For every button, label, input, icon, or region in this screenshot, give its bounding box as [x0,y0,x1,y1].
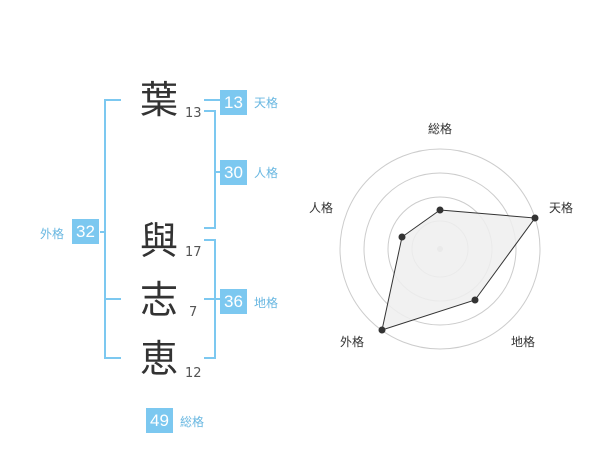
radar-chart [339,148,541,350]
tenkaku-label: 天格 [254,96,279,110]
radar-point-jinkaku [398,233,406,241]
gaikaku-bracket [104,99,121,359]
radar-label-soukaku: 総格 [428,122,453,136]
radar-point-tenkaku [531,214,539,222]
soukaku-badge: 49 [146,408,173,433]
tenkaku-badge: 13 [220,90,247,115]
radar-point-gaikaku [378,326,386,334]
bracket-lines [100,99,220,359]
chikaku-label: 地格 [254,296,279,310]
radar-ring-3 [363,172,517,326]
radar-label-tenkaku: 天格 [549,201,574,215]
radar-point-chikaku [471,296,479,304]
name-char-1: 葉 [140,78,179,122]
name-char-4-strokes: 12 [185,366,202,381]
radar-label-jinkaku: 人格 [309,201,334,215]
radar-label-chikaku: 地格 [511,335,536,349]
radar-ring-outer [339,148,541,350]
name-char-4: 恵 [140,337,179,381]
name-char-2: 與 [140,219,179,263]
name-char-3: 志 [140,278,179,322]
radar-label-gaikaku: 外格 [340,335,365,349]
jinkaku-label: 人格 [254,166,279,180]
chikaku-badge: 36 [220,289,247,314]
gaikaku-label: 外格 [40,227,65,241]
radar-point-soukaku [436,206,444,214]
jinkaku-bracket [204,110,216,229]
name-char-1-strokes: 13 [185,106,202,121]
soukaku-label: 総格 [180,415,205,429]
name-char-3-strokes: 7 [189,305,198,320]
name-char-2-strokes: 17 [185,245,202,260]
jinkaku-badge: 30 [220,160,247,185]
radar-area [381,209,536,331]
gaikaku-badge: 32 [72,219,99,244]
